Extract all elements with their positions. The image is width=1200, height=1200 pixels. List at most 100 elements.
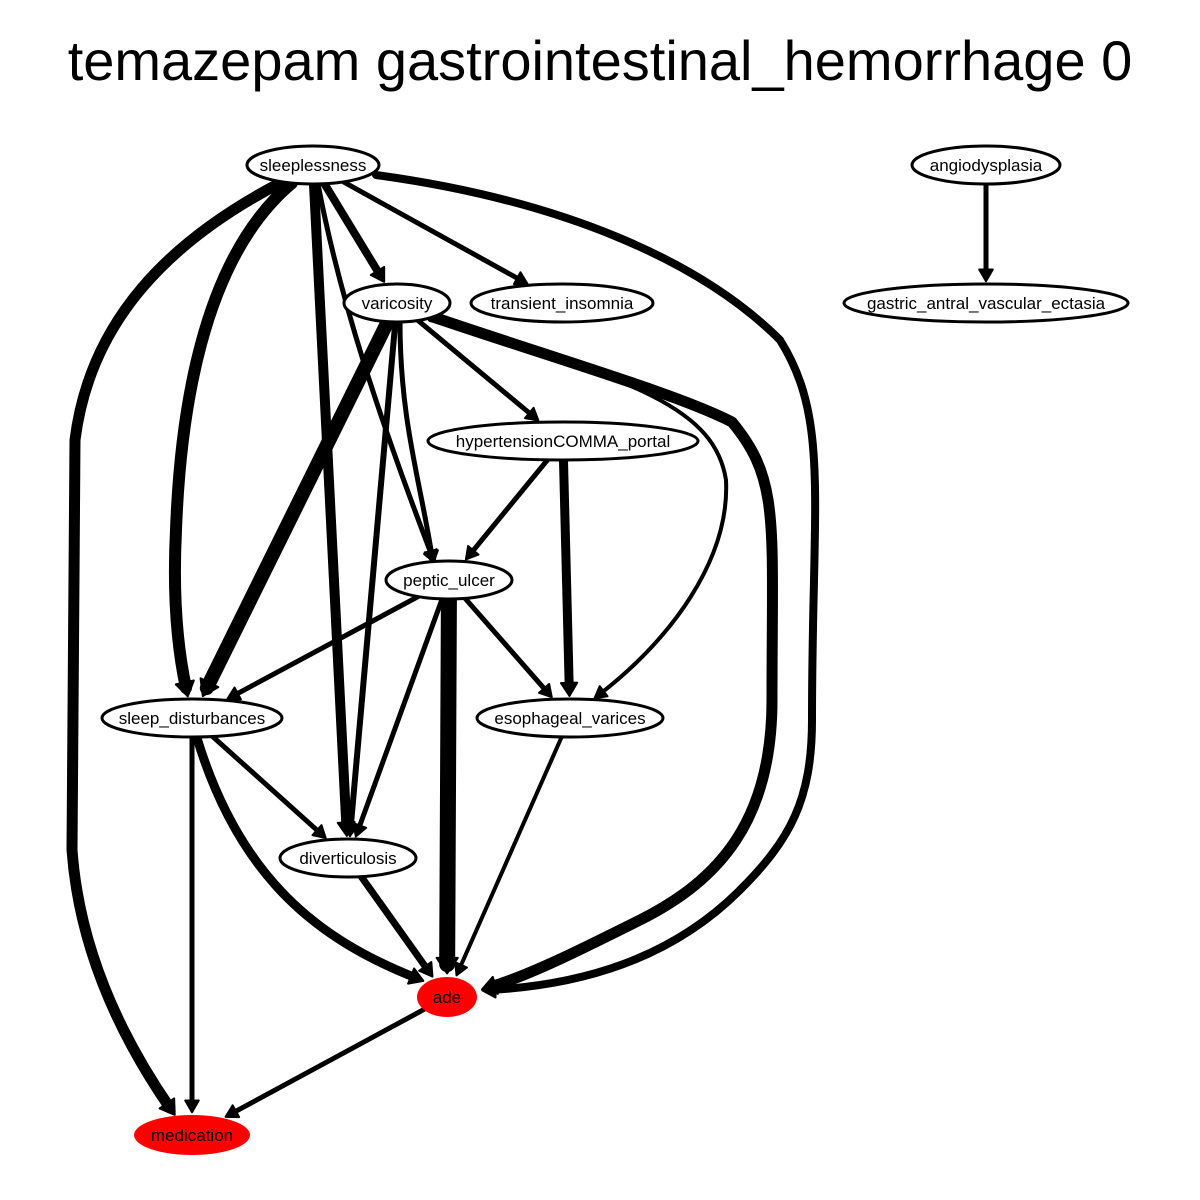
edge-line [210,733,323,836]
node-hypertension_portal: hypertensionCOMMA_portal [426,420,700,462]
edge-arrowhead [978,268,994,283]
edge-arrowhead [481,975,499,995]
edge-arrowhead [454,961,468,977]
edge-arrowhead [352,822,368,838]
edge-varicosity-to-peptic_ulcer [397,319,439,564]
node-shape [469,282,655,324]
node-label: medication [151,1126,233,1145]
edge-peptic_ulcer-to-diverticulosis [352,596,445,838]
node-label: hypertensionCOMMA_portal [456,432,670,451]
edge-arrowhead [464,545,480,561]
node-sleep_disturbances: sleep_disturbances [100,697,284,739]
edge-sleeplessness-to-transient_insomnia [340,179,529,286]
edge-sleeplessness-to-sleep_disturbances [168,177,298,698]
node-label: sleep_disturbances [119,709,265,728]
edge-sleeplessness-to-medication [66,176,288,1116]
edge-line [229,1007,427,1116]
edge-diverticulosis-to-ade [357,873,434,978]
edge-arrowhead [524,406,540,422]
node-shape [278,837,418,879]
edge-arrowhead [174,679,195,698]
node-shape [245,144,381,186]
edge-line [372,171,820,994]
edge-sleeplessness-to-varicosity [320,179,386,283]
edge-hypertension_portal-to-esophageal_varices [558,455,579,697]
edge-arrowhead [184,1099,200,1114]
node-gastric_antral_vascular_ectasia: gastric_antral_vascular_ectasia [842,282,1130,324]
edge-arrowhead [418,961,434,978]
node-label: sleeplessness [260,156,367,175]
edge-line [192,733,421,983]
edge-sleep_disturbances-to-medication [184,734,200,1114]
edge-line [457,734,564,972]
graph-title: temazepam gastrointestinal_hemorrhage 0 [67,29,1133,92]
edge-line [428,318,729,696]
edge-line [415,317,536,419]
edge-arrowhead [435,956,459,975]
edge-sleeplessness-to-diverticulosis [308,178,356,837]
edge-line [320,179,385,280]
node-ade: ade [417,977,477,1017]
edge-angiodysplasia-to-gastric_antral_vascular_ectasia [978,181,994,283]
edge-line [397,319,435,559]
edge-line [315,181,435,559]
node-shape [100,697,284,739]
node-varicosity: varicosity [342,282,452,324]
edge-esophageal_varices-to-ade [454,734,564,977]
edge-varicosity-to-esophageal_varices [428,318,729,700]
edge-line [340,179,524,283]
node-peptic_ulcer: peptic_ulcer [384,559,514,601]
edges-layer [66,171,994,1119]
edge-line [467,457,551,557]
node-shape [134,1115,250,1155]
edge-peptic_ulcer-to-sleep_disturbances [226,594,421,701]
edge-line [168,177,298,694]
edge-line [308,178,352,833]
node-shape [910,144,1062,186]
node-esophageal_varices: esophageal_varices [475,697,665,739]
edge-arrowhead [158,1097,176,1116]
edge-arrowhead [512,271,529,286]
edge-arrowhead [559,681,579,697]
node-shape [384,559,514,601]
node-diverticulosis: diverticulosis [278,837,418,879]
node-medication: medication [134,1115,250,1155]
edge-arrowhead [226,686,242,701]
nodes-layer: sleeplessness angiodysplasia varicosity tra… [100,144,1130,1155]
edge-line [430,312,778,993]
node-label: varicosity [362,294,433,313]
edge-line [66,176,288,1114]
edge-varicosity-to-ade [430,312,778,995]
edge-varicosity-to-sleep_disturbances [199,314,395,698]
edge-line [199,314,395,696]
edge-arrowhead [199,677,220,698]
edge-line [357,873,432,974]
edge-arrowhead [224,1104,241,1119]
node-transient_insomnia: transient_insomnia [469,282,655,324]
node-label: gastric_antral_vascular_ectasia [867,294,1106,313]
edge-line [355,596,445,833]
edge-arrowhead [407,967,425,985]
edge-varicosity-to-hypertension_portal [415,317,540,422]
edge-peptic_ulcer-to-ade [435,591,459,975]
edge-hypertension_portal-to-peptic_ulcer [464,457,551,561]
node-shape [417,977,477,1017]
edge-arrowhead [537,682,553,699]
edge-arrowhead [369,265,386,283]
edge-ade-to-medication [224,1007,427,1119]
edge-line [439,591,457,973]
edge-arrowhead [593,685,609,700]
edge-sleep_disturbances-to-ade [192,733,425,985]
node-shape [426,420,700,462]
node-sleeplessness: sleeplessness [245,144,381,186]
node-angiodysplasia: angiodysplasia [910,144,1062,186]
node-label: esophageal_varices [494,709,645,728]
edge-line [462,595,550,695]
node-label: peptic_ulcer [403,571,495,590]
node-shape [342,282,452,324]
edge-line [347,318,399,832]
node-shape [475,697,665,739]
node-label: transient_insomnia [491,294,634,313]
node-label: ade [433,988,461,1007]
